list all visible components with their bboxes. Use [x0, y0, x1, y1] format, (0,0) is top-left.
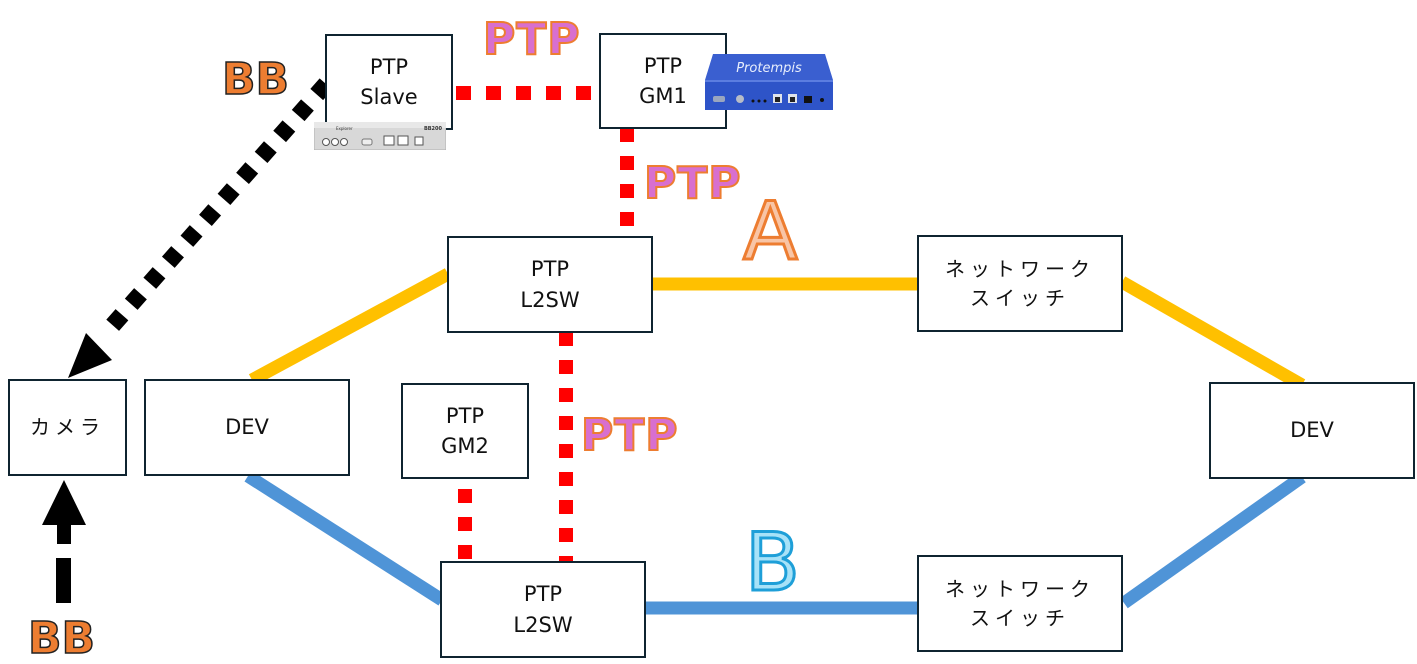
- ptp-gm2-line1: PTP: [445, 403, 485, 428]
- ptp-l2sw-a-node: PTP L2SW: [447, 236, 653, 333]
- bb-link-camera-bottom-shaft: [57, 522, 71, 544]
- ptp-gm2-node: PTP GM2: [401, 383, 529, 479]
- network-b-label: B: [744, 516, 802, 609]
- bb-link-slave-camera: [97, 78, 333, 341]
- bb200-brand-text: Explorer: [336, 126, 353, 131]
- ptp-gm1-node: PTP GM1: [599, 33, 727, 129]
- dev-right-label: DEV: [1290, 418, 1334, 443]
- network-switch-b-line1: ネットワーク: [945, 576, 1095, 601]
- dev-left-label: DEV: [225, 415, 269, 440]
- network-switch-a-line1: ネットワーク: [945, 256, 1095, 281]
- ptp-label-slave-gm1: PTP: [482, 14, 581, 65]
- ptp-label-gm1-l2sw: PTP: [643, 158, 742, 209]
- network-b-link-dev-left: [244, 470, 446, 606]
- ptp-l2sw-b-node: PTP L2SW: [440, 561, 646, 658]
- ptp-gm2-line2: GM2: [441, 434, 489, 458]
- bb200-device-icon: Explorer BB200: [313, 121, 447, 151]
- ptp-gm1-line2: GM1: [639, 84, 687, 108]
- bb-link-camera-bottom-dash: [56, 558, 71, 603]
- dev-right-node: DEV: [1209, 382, 1415, 479]
- network-switch-a-line2: スイッチ: [970, 285, 1070, 310]
- protempis-device-image: Protempis: [703, 54, 835, 112]
- network-a-link-switch-dev-right: [1118, 276, 1306, 391]
- ptp-slave-node: PTP Slave: [325, 34, 453, 130]
- network-switch-a-node: ネットワーク スイッチ: [917, 235, 1123, 332]
- bb-label-top: BB: [221, 54, 290, 105]
- bb-arrowhead-camera-top: [68, 333, 112, 378]
- ptp-slave-line1: PTP: [369, 54, 409, 79]
- ptp-label-l2sw-l2sw: PTP: [580, 410, 679, 461]
- protempis-brand-text: Protempis: [736, 61, 802, 76]
- bb-arrowhead-camera-bottom: [42, 480, 86, 525]
- ptp-l2sw-b-line1: PTP: [523, 582, 563, 607]
- camera-node: カメラ: [8, 379, 127, 476]
- ptp-l2sw-b-line2: L2SW: [513, 612, 573, 637]
- network-a-link-dev-left: [248, 268, 452, 386]
- network-a-label: A: [742, 185, 800, 278]
- bb-label-bottom: BB: [27, 613, 96, 664]
- network-b-link-switch-dev-right: [1120, 471, 1306, 609]
- ptp-l2sw-a-line1: PTP: [530, 257, 570, 282]
- dev-left-node: DEV: [144, 379, 350, 476]
- bb200-model-text: BB200: [424, 126, 443, 132]
- bb200-device-image: Explorer BB200: [313, 121, 447, 151]
- protempis-device-icon: Protempis: [705, 54, 833, 110]
- ptp-slave-line2: Slave: [360, 85, 418, 109]
- camera-label: カメラ: [30, 415, 105, 439]
- ptp-gm1-line1: PTP: [643, 53, 683, 78]
- ptp-l2sw-a-line2: L2SW: [520, 287, 580, 312]
- network-switch-b-node: ネットワーク スイッチ: [917, 555, 1123, 652]
- network-switch-b-line2: スイッチ: [970, 605, 1070, 630]
